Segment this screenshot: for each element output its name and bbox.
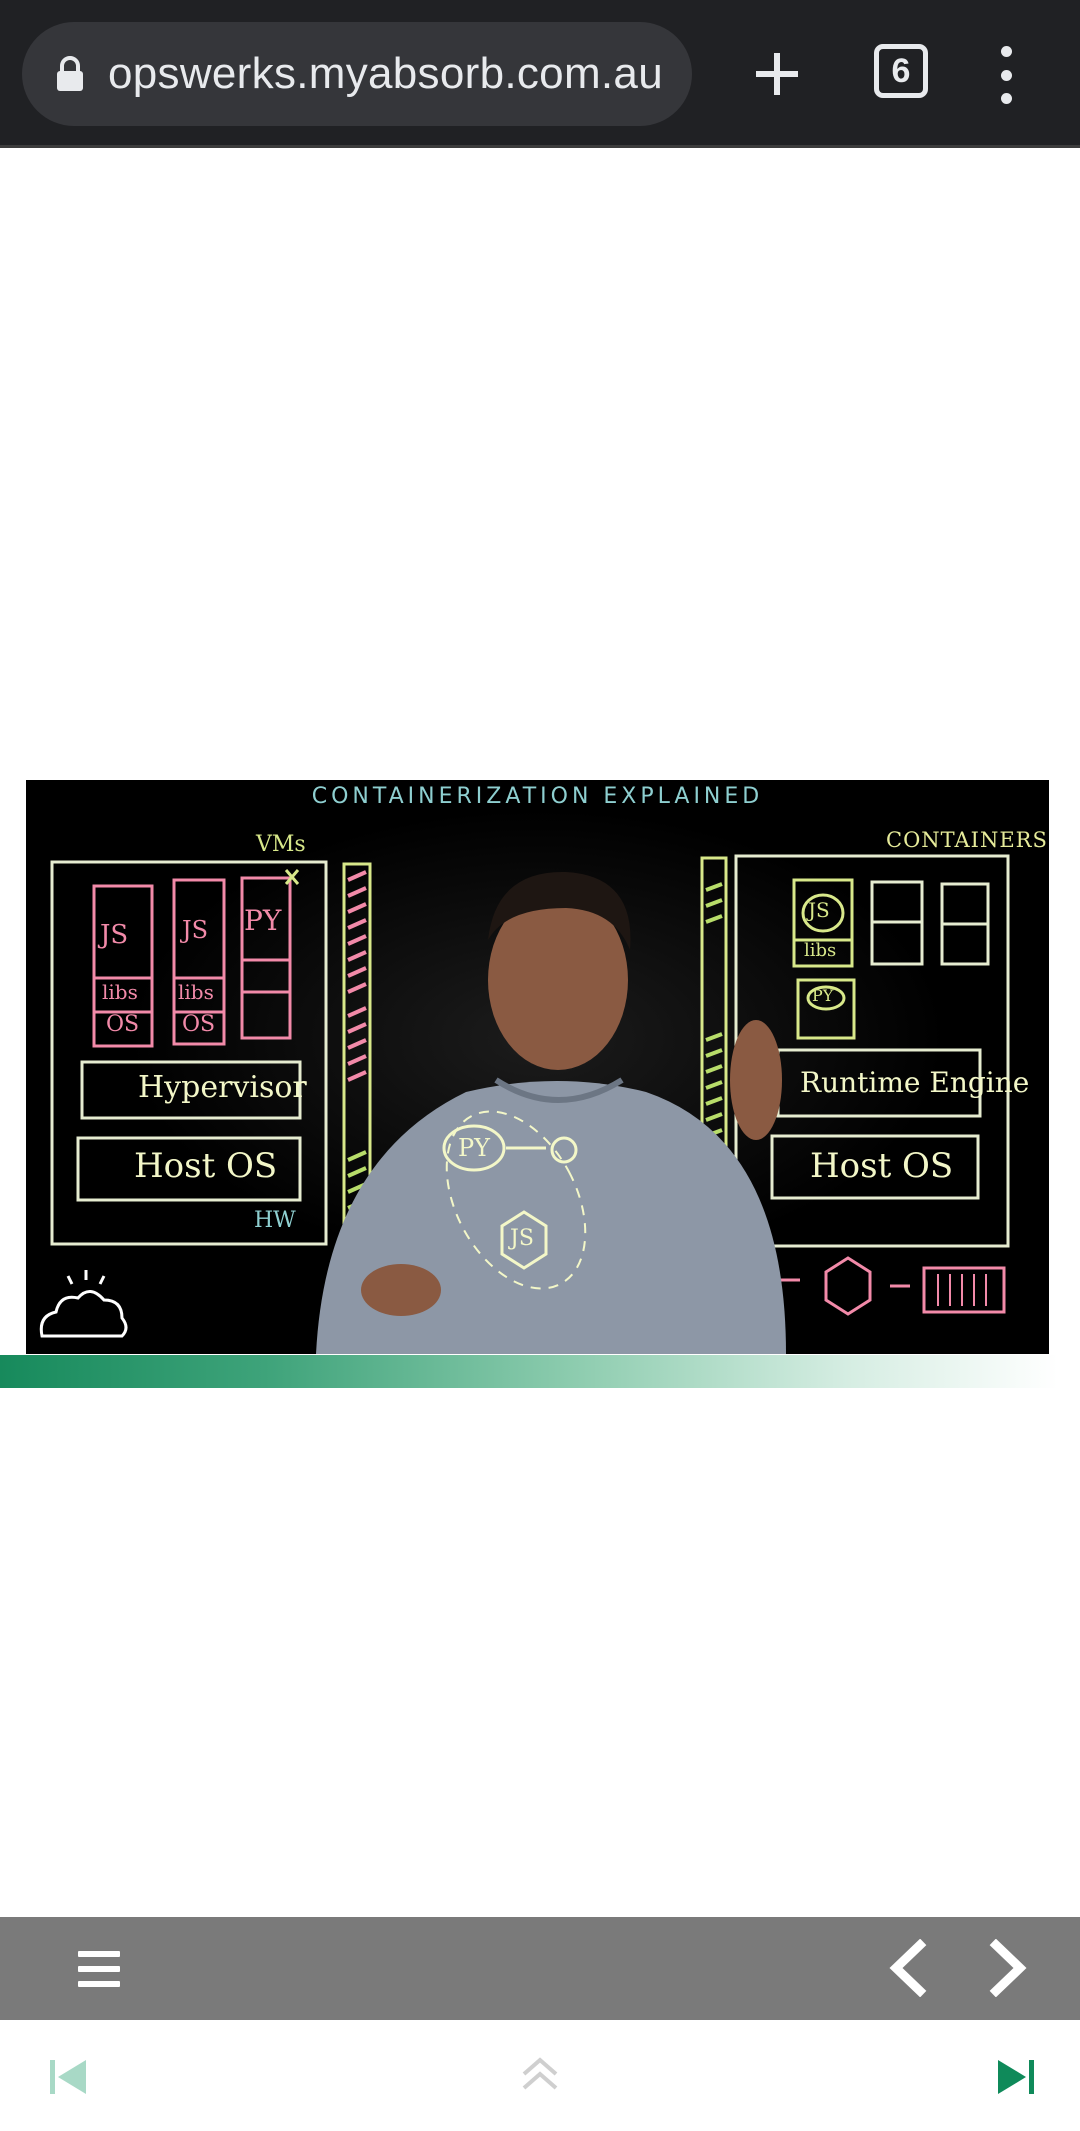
next-button[interactable] [980,1938,1036,1998]
runtime-engine-label: Runtime Engine [800,1066,1030,1099]
first-lesson-button[interactable] [46,2056,90,2098]
vm-host-os-label: Host OS [134,1146,278,1186]
plus-icon [756,53,798,95]
tab-count: 6 [891,51,911,90]
tab-switcher-button[interactable]: 6 [874,44,928,98]
container-py-label: PY [812,986,834,1005]
skip-first-icon [50,2060,86,2094]
course-progress-bar [0,1355,1080,1388]
progress-fill [0,1355,1059,1388]
chevron-right-icon [989,1938,1027,1998]
container-host-os-label: Host OS [810,1146,954,1186]
ibm-cloud-icon [39,1270,128,1338]
footer-controls [0,2020,1080,2131]
vm-libs-1: libs [102,980,138,1004]
new-tab-button[interactable] [745,40,809,108]
sketch-js-label: JS [510,1226,534,1251]
lesson-nav-bar [0,1917,1080,2020]
more-vert-icon[interactable] [990,40,1022,110]
vm-os-1: OS [106,1012,140,1037]
vm-app-2: JS [182,916,209,944]
previous-button[interactable] [880,1938,936,1998]
address-bar[interactable]: opswerks.myabsorb.com.au [22,22,692,126]
vm-app-3: PY [244,904,282,937]
vm-libs-2: libs [178,980,214,1004]
vms-label: VMs [256,832,306,857]
video-player[interactable]: CONTAINERIZATION EXPLAINED VMs CONTAINER… [26,780,1049,1354]
lock-icon [44,44,96,104]
vm-os-2: OS [182,1012,216,1037]
container-app-label: JS [808,898,830,922]
url-text: opswerks.myabsorb.com.au [108,49,663,98]
video-frame [26,780,1049,1354]
vm-app-1: JS [100,920,129,950]
hw-label: HW [254,1208,296,1233]
skip-last-icon [998,2060,1034,2094]
containers-label: CONTAINERS [886,828,1048,852]
chevron-left-icon [889,1938,927,1998]
video-title: CONTAINERIZATION EXPLAINED [311,784,764,809]
sketch-py-label: PY [458,1134,490,1162]
container-libs-label: libs [804,940,837,961]
browser-toolbar: opswerks.myabsorb.com.au 6 [0,0,1080,148]
hamburger-icon[interactable] [78,1951,120,1987]
scroll-top-button[interactable] [518,2052,562,2094]
double-chevron-up-icon [522,2057,558,2090]
hypervisor-label: Hypervisor [138,1070,307,1105]
last-lesson-button[interactable] [994,2056,1038,2098]
